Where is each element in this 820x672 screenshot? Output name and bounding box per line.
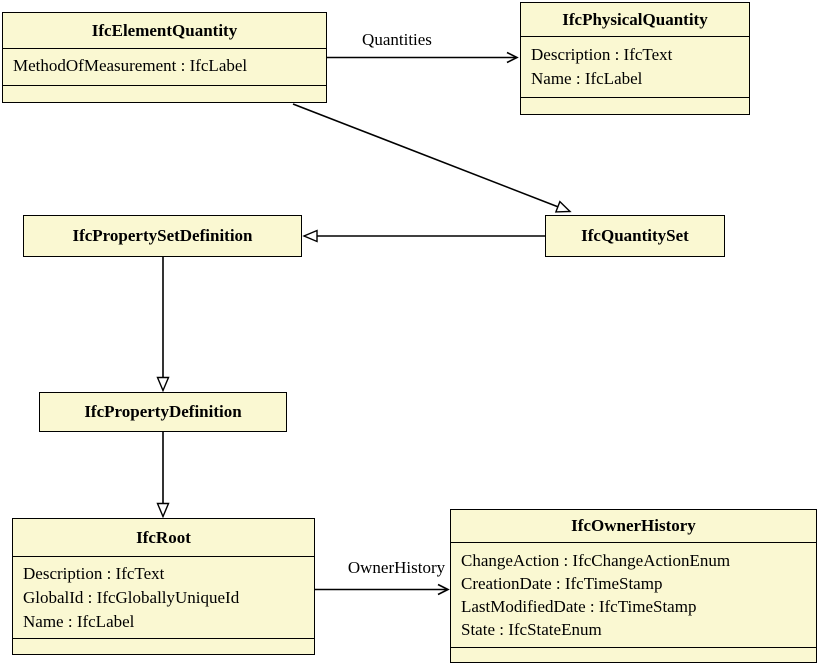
class-attributes: Description : IfcText Name : IfcLabel bbox=[521, 36, 749, 97]
class-operations-empty bbox=[521, 97, 749, 114]
class-box-ifcownerhistory[interactable]: IfcOwnerHistory ChangeAction : IfcChange… bbox=[450, 509, 817, 663]
class-title: IfcElementQuantity bbox=[91, 20, 238, 40]
generalization-elementquantity-to-quantityset bbox=[292, 103, 570, 212]
attribute-row: LastModifiedDate : IfcTimeStamp bbox=[461, 597, 697, 616]
class-attributes: ChangeAction : IfcChangeActionEnum Creat… bbox=[451, 542, 816, 647]
class-title: IfcQuantitySet bbox=[581, 225, 689, 245]
association-label-quantities: Quantities bbox=[362, 30, 432, 49]
attribute-row: State : IfcStateEnum bbox=[461, 620, 602, 639]
attribute-row: Description : IfcText bbox=[531, 45, 673, 64]
class-title: IfcPhysicalQuantity bbox=[562, 9, 708, 29]
attribute-row: MethodOfMeasurement : IfcLabel bbox=[13, 56, 248, 75]
class-box-ifcphysicalquantity[interactable]: IfcPhysicalQuantity Description : IfcTex… bbox=[520, 2, 750, 115]
association-label-ownerhistory: OwnerHistory bbox=[347, 558, 446, 577]
class-box-ifcpropertydefinition[interactable]: IfcPropertyDefinition bbox=[39, 392, 287, 432]
attribute-row: GlobalId : IfcGloballyUniqueId bbox=[23, 588, 240, 607]
attribute-row: ChangeAction : IfcChangeActionEnum bbox=[461, 551, 731, 570]
class-attributes: Description : IfcText GlobalId : IfcGlob… bbox=[13, 556, 314, 638]
class-box-ifcquantityset[interactable]: IfcQuantitySet bbox=[545, 215, 725, 257]
class-title: IfcRoot bbox=[136, 527, 191, 547]
class-box-ifcpropertysetdefinition[interactable]: IfcPropertySetDefinition bbox=[23, 215, 302, 257]
class-operations-empty bbox=[3, 85, 326, 102]
attribute-row: CreationDate : IfcTimeStamp bbox=[461, 574, 663, 593]
class-title: IfcPropertySetDefinition bbox=[72, 225, 253, 245]
class-operations-empty bbox=[13, 638, 314, 654]
attribute-row: Name : IfcLabel bbox=[531, 69, 643, 88]
class-attributes: MethodOfMeasurement : IfcLabel bbox=[3, 48, 326, 85]
class-operations-empty bbox=[451, 647, 816, 662]
attribute-row: Description : IfcText bbox=[23, 564, 165, 583]
class-box-ifcelementquantity[interactable]: IfcElementQuantity MethodOfMeasurement :… bbox=[2, 12, 327, 103]
class-title: IfcPropertyDefinition bbox=[84, 401, 242, 421]
attribute-row: Name : IfcLabel bbox=[23, 612, 135, 631]
class-title: IfcOwnerHistory bbox=[571, 516, 696, 535]
class-box-ifcroot[interactable]: IfcRoot Description : IfcText GlobalId :… bbox=[12, 518, 315, 655]
